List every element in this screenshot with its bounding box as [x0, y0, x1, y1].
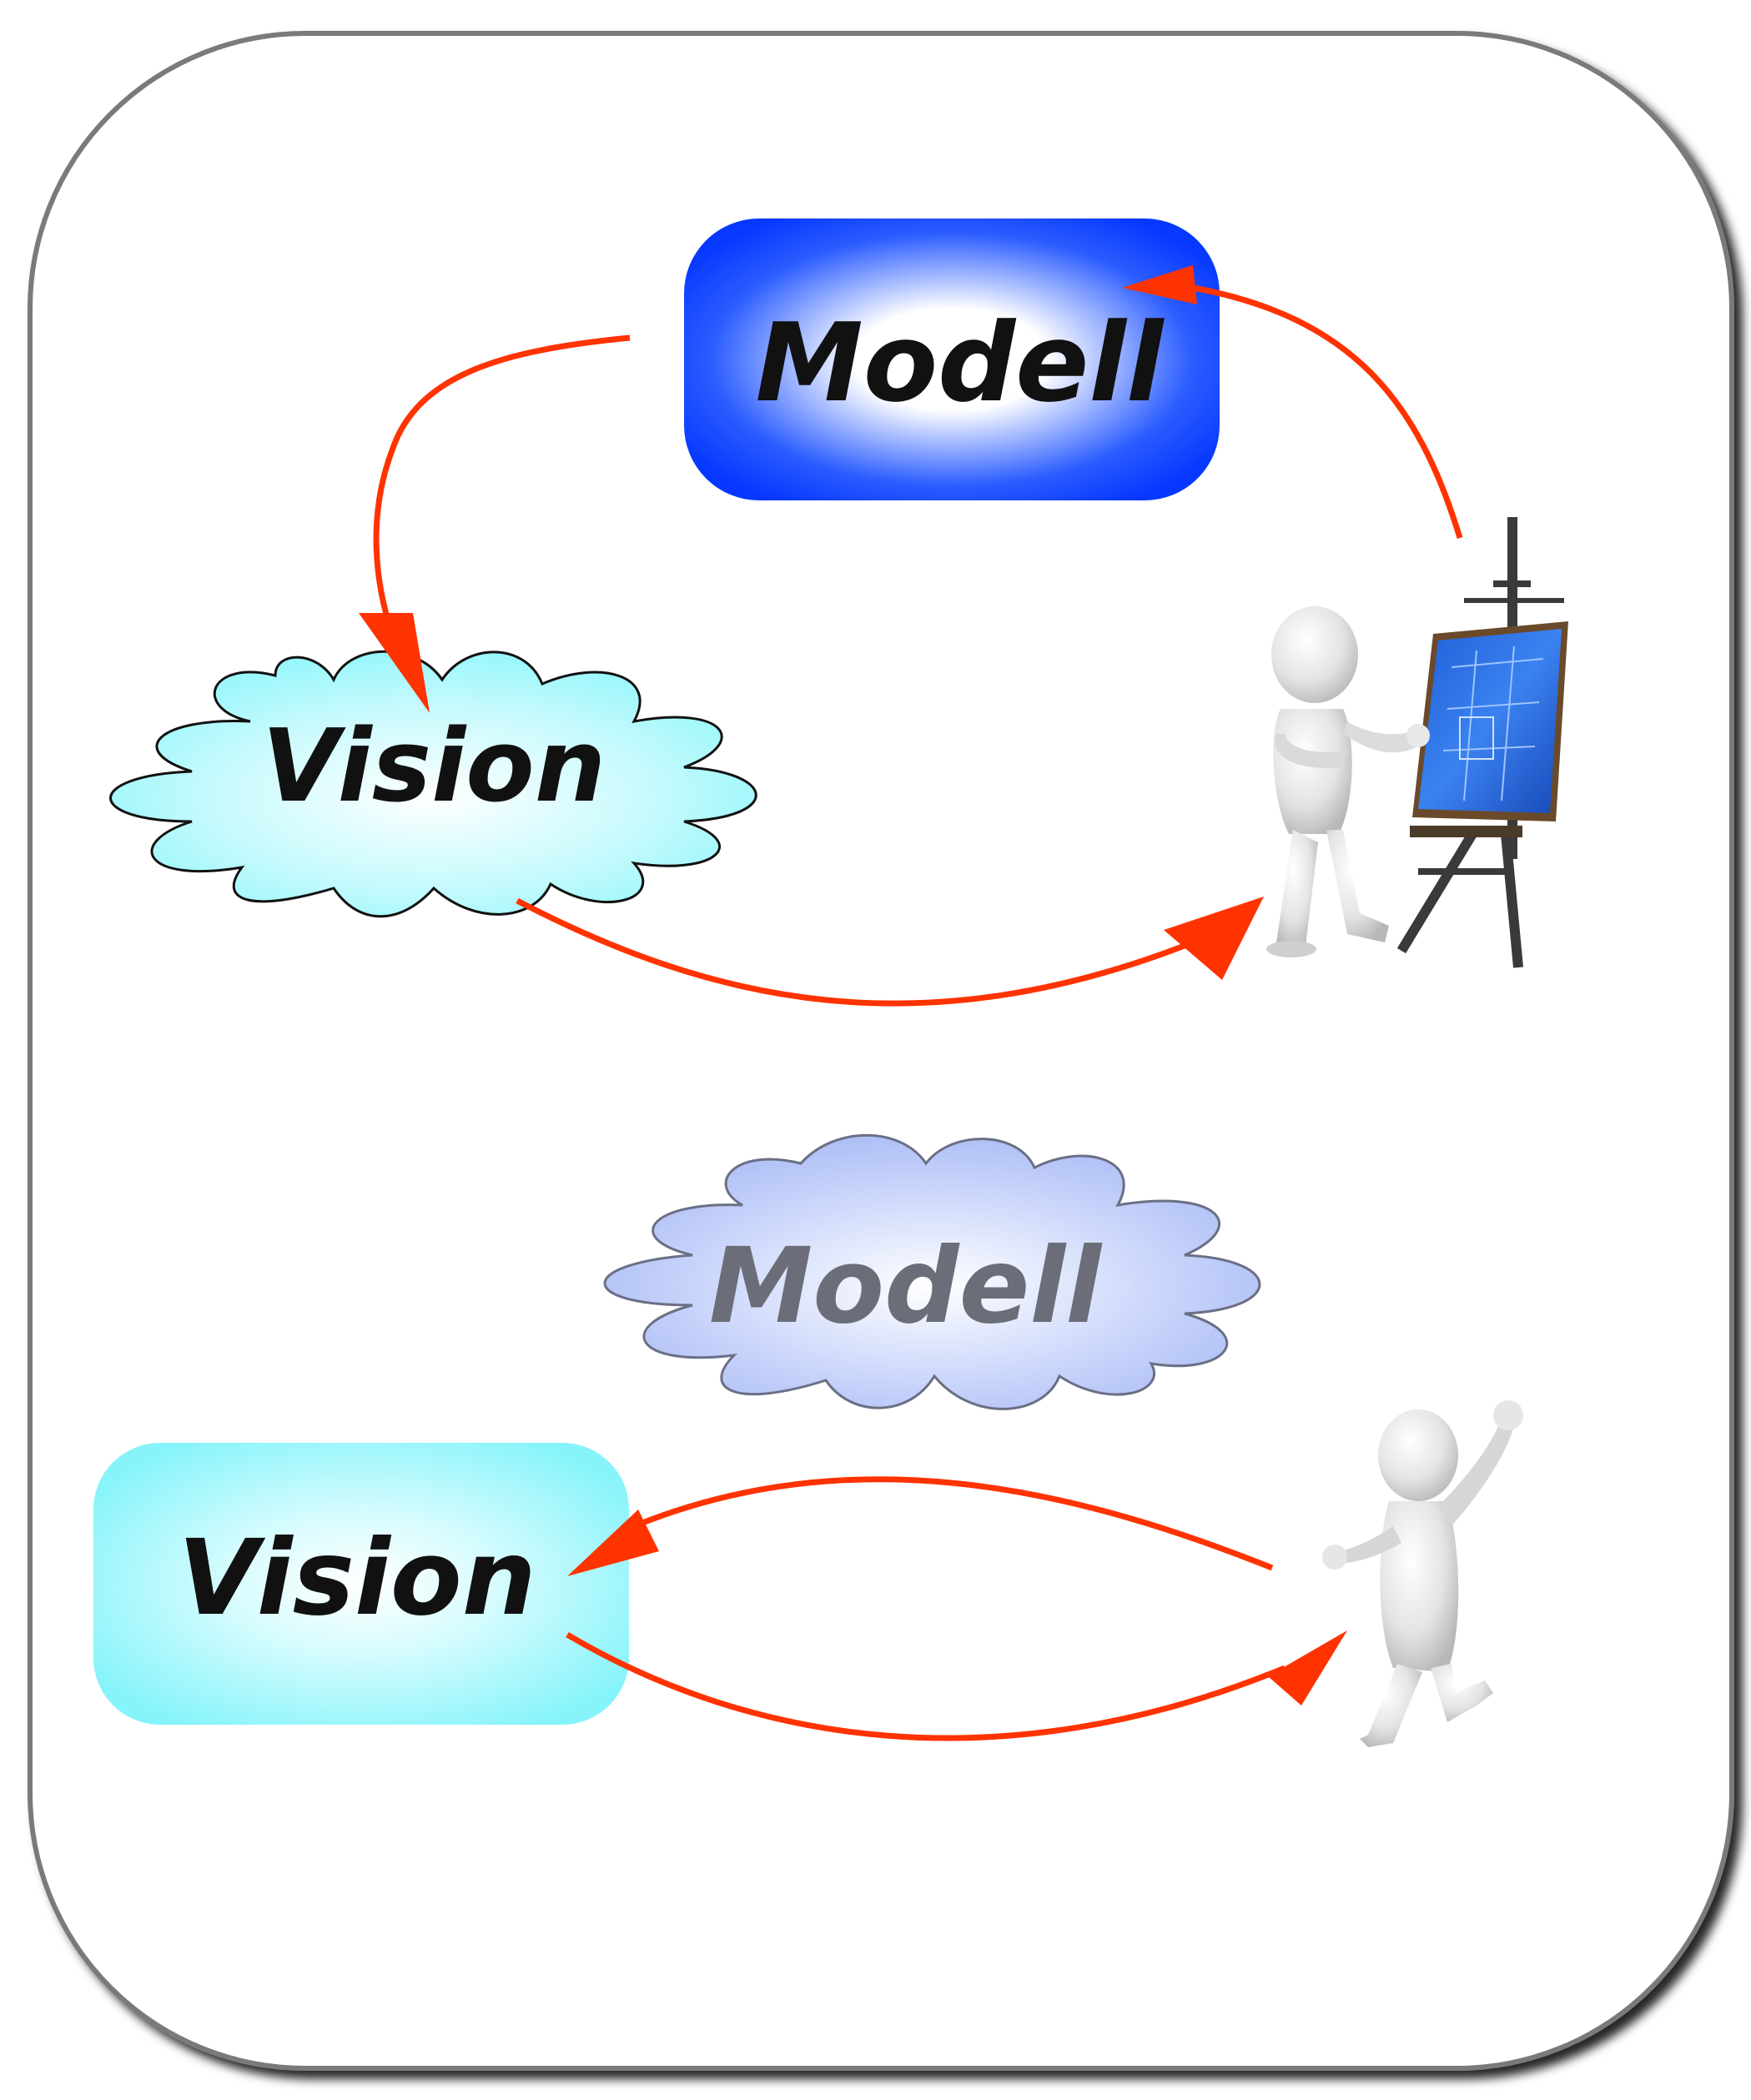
blueprint-board	[1412, 621, 1568, 821]
arrow-jumper-to-vision	[567, 1476, 1274, 1576]
arrow-vision-to-painter	[516, 897, 1264, 1007]
arrow-model-to-vision	[359, 334, 631, 713]
painter-figure-icon	[1266, 517, 1568, 968]
model-box-label: Modell	[755, 299, 1165, 426]
vision-cloud-label: Vision	[262, 709, 606, 825]
model-cloud: Modell	[603, 1133, 1261, 1410]
arrow-vision-to-jumper	[566, 1630, 1347, 1741]
vision-box-label: Vision	[178, 1518, 536, 1639]
arrow-painter-to-model	[1122, 265, 1463, 540]
jumping-figure-icon	[1322, 1400, 1523, 1747]
model-cloud-label: Modell	[709, 1226, 1103, 1347]
vision-box: Vision	[93, 1443, 629, 1725]
vision-cloud: Vision	[109, 650, 757, 918]
model-box: Modell	[684, 219, 1220, 500]
